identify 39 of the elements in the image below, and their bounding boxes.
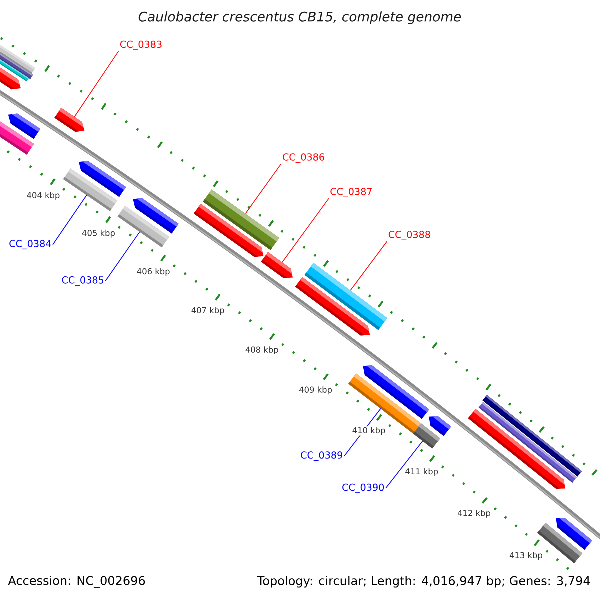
leader-line (52, 194, 88, 246)
scale-label: 404 kbp (26, 192, 61, 201)
gene-block (0, 66, 21, 90)
scale-label: 413 kbp (508, 552, 544, 561)
gene-block (468, 409, 566, 490)
gene-label: CC_0384 (10, 240, 52, 250)
gene-block (133, 198, 179, 234)
leader-line (282, 198, 330, 263)
gene-block (428, 416, 452, 436)
footer-text: Accession: NC_002696 (8, 576, 146, 588)
gene-bar (0, 120, 34, 155)
gene-label: CC_0386 (282, 154, 324, 163)
gene-label: CC_0387 (330, 188, 372, 198)
scale-label: 409 kbp (298, 386, 334, 396)
scale-label: 412 kbp (456, 509, 492, 518)
leader-line (74, 51, 120, 118)
gene-block (54, 108, 85, 132)
scale-label: 405 kbp (81, 229, 116, 238)
gene-block (194, 204, 264, 258)
gene-block (295, 277, 370, 336)
leader-line (245, 164, 282, 214)
scale-label: 410 kbp (352, 426, 386, 436)
gene-label: CC_0385 (62, 276, 104, 286)
footer-text: Topology: circular; Length: 4,016,947 bp; Genes: 3,794 (257, 576, 590, 588)
gene-label: CC_0383 (120, 40, 162, 50)
scale-label: 406 kbp (136, 268, 171, 277)
leader-line (386, 440, 424, 489)
gene-label: CC_0389 (301, 452, 342, 462)
gene-block (261, 252, 294, 278)
leader-line (105, 232, 140, 282)
leader-line (350, 241, 388, 291)
scale-label: 411 kbp (404, 468, 440, 477)
gene-block (363, 366, 430, 420)
title: Caulobacter crescentus CB15, complete genome (138, 12, 462, 24)
gene-block (78, 161, 126, 198)
scale-label: 408 kbp (244, 346, 280, 356)
gene-label: CC_0390 (342, 484, 384, 494)
gene-label: CC_0388 (388, 231, 430, 240)
scale-label: 407 kbp (190, 306, 226, 316)
